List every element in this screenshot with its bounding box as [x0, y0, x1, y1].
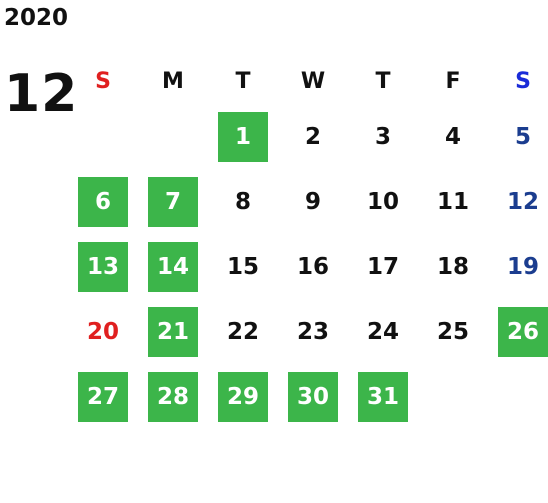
week-row: 27 28 29 30 31 [68, 364, 548, 429]
day-number: 21 [148, 306, 198, 357]
weekday-mon: M [162, 68, 184, 94]
day-cell: 16 [278, 234, 348, 299]
day-number: 20 [86, 318, 119, 345]
year-label: 2020 [4, 5, 69, 31]
weekday-sat: S [515, 68, 531, 94]
weekday-tue: T [235, 68, 251, 94]
day-number: 14 [148, 241, 198, 292]
day-cell: 25 [418, 299, 488, 364]
day-number: 8 [234, 188, 251, 215]
weekday-sun: S [95, 68, 111, 94]
day-number: 24 [366, 318, 399, 345]
day-cell [68, 104, 138, 169]
day-number: 30 [288, 371, 338, 422]
day-cell: 19 [488, 234, 548, 299]
day-number: 18 [436, 253, 469, 280]
day-cell: 21 [138, 299, 208, 364]
day-number: 3 [374, 123, 391, 150]
day-number: 9 [304, 188, 321, 215]
day-number: 5 [514, 123, 531, 150]
day-number: 19 [506, 253, 539, 280]
day-cell: 18 [418, 234, 488, 299]
day-number: 25 [436, 318, 469, 345]
day-number: 2 [304, 123, 321, 150]
weekday-fri: F [445, 68, 461, 94]
day-number: 6 [78, 176, 128, 227]
day-cell: 15 [208, 234, 278, 299]
day-number: 10 [366, 188, 399, 215]
day-cell [488, 364, 548, 429]
day-cell [138, 104, 208, 169]
day-cell: 29 [208, 364, 278, 429]
day-number: 15 [226, 253, 259, 280]
week-row: 1 2 3 4 5 [68, 104, 548, 169]
day-cell: 28 [138, 364, 208, 429]
day-cell: 26 [488, 299, 548, 364]
day-cell: 9 [278, 169, 348, 234]
day-number: 17 [366, 253, 399, 280]
day-cell: 23 [278, 299, 348, 364]
day-cell: 24 [348, 299, 418, 364]
day-cell: 8 [208, 169, 278, 234]
day-cell: 5 [488, 104, 548, 169]
day-number: 28 [148, 371, 198, 422]
day-cell: 13 [68, 234, 138, 299]
day-cell: 12 [488, 169, 548, 234]
day-number: 23 [296, 318, 329, 345]
day-cell: 4 [418, 104, 488, 169]
day-cell: 14 [138, 234, 208, 299]
day-number: 22 [226, 318, 259, 345]
day-cell: 3 [348, 104, 418, 169]
weekday-thu: T [375, 68, 391, 94]
day-number: 13 [78, 241, 128, 292]
day-cell [418, 364, 488, 429]
day-cell: 27 [68, 364, 138, 429]
week-row: 13 14 15 16 17 18 19 [68, 234, 548, 299]
day-cell: 2 [278, 104, 348, 169]
day-number: 7 [148, 176, 198, 227]
week-row: 20 21 22 23 24 25 26 [68, 299, 548, 364]
day-number: 27 [78, 371, 128, 422]
day-cell: 30 [278, 364, 348, 429]
day-cell: 10 [348, 169, 418, 234]
day-number: 16 [296, 253, 329, 280]
day-number: 4 [444, 123, 461, 150]
weekday-wed: W [300, 68, 326, 94]
day-number: 1 [218, 111, 268, 162]
month-label: 12 [4, 64, 79, 124]
day-cell: 7 [138, 169, 208, 234]
day-cell: 22 [208, 299, 278, 364]
weekday-header: S M T W T F S [68, 58, 548, 104]
day-cell: 31 [348, 364, 418, 429]
day-number: 31 [358, 371, 408, 422]
day-number: 11 [436, 188, 469, 215]
day-cell: 6 [68, 169, 138, 234]
day-cell: 20 [68, 299, 138, 364]
day-cell: 17 [348, 234, 418, 299]
day-cell: 11 [418, 169, 488, 234]
day-number: 12 [506, 188, 539, 215]
day-number: 26 [498, 306, 548, 357]
day-number: 29 [218, 371, 268, 422]
day-cell: 1 [208, 104, 278, 169]
